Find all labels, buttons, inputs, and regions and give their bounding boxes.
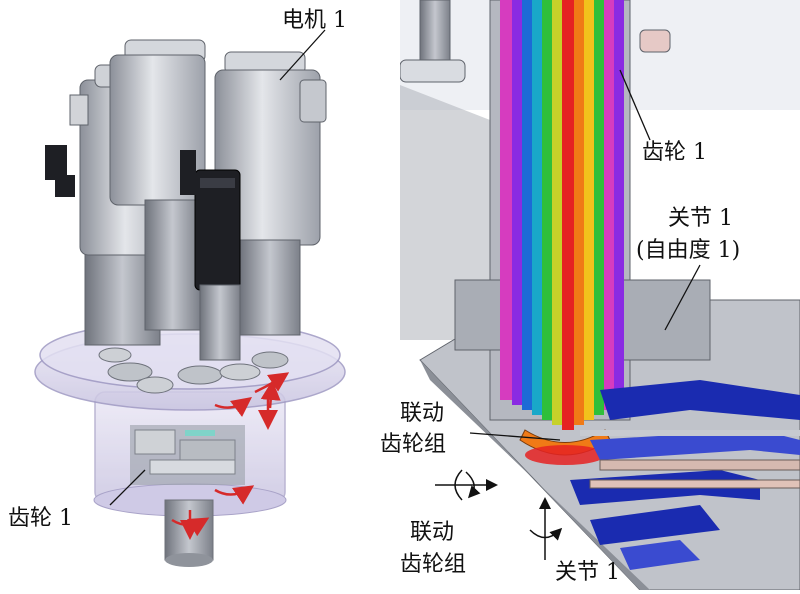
left-assembly	[34, 29, 346, 567]
panel-divider	[392, 0, 400, 590]
gear-leader-line-left	[109, 469, 146, 506]
gear-1-label-left: 齿轮 1	[8, 506, 73, 531]
gear-leader-line-right	[619, 69, 651, 141]
upper-plate-gears	[98, 347, 289, 394]
joint-1-bottom-label: 关节 1	[555, 560, 620, 585]
linkage-leader-line	[469, 432, 561, 441]
blue-joint-parts	[570, 380, 800, 570]
joint-1-label: 关节 1	[668, 206, 733, 231]
cable-bundle	[500, 0, 624, 430]
joint-leader-line	[664, 264, 701, 331]
dof-label: (自由度 1)	[636, 238, 741, 263]
linkage-label-line1: 联动	[400, 401, 445, 426]
motor-right	[214, 51, 327, 336]
rotation-arrows-left	[171, 372, 290, 540]
linkage-bottom-line2: 齿轮组	[400, 552, 467, 577]
linkage-label-line2: 齿轮组	[380, 432, 447, 457]
rotation-indicator-horizontal	[435, 469, 498, 501]
lower-gears	[130, 425, 245, 485]
small-black-connectors	[45, 94, 196, 197]
motor-front-black	[194, 169, 241, 361]
rotation-indicator-vertical	[529, 497, 563, 560]
motor-leader-line	[279, 29, 326, 81]
right-section-view	[399, 0, 800, 591]
gear-1-label-right: 齿轮 1	[642, 140, 707, 165]
linkage-bottom-line1: 联动	[410, 520, 455, 545]
motor-1-label: 电机 1	[282, 8, 347, 33]
